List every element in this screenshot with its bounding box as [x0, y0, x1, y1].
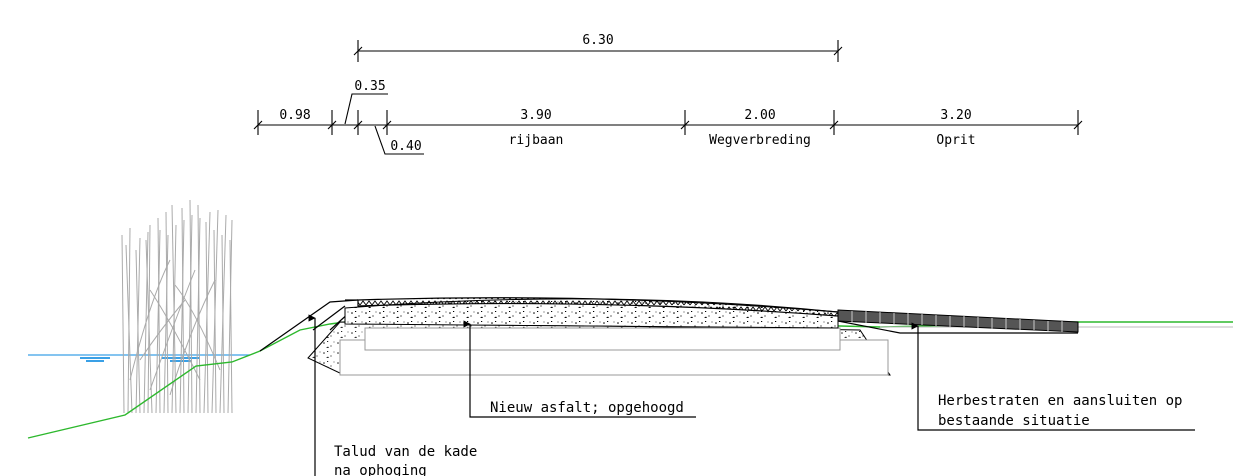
dim-total-label: 6.30 — [582, 33, 613, 48]
reeds-vegetation — [121, 199, 233, 414]
dim-0-35: 0.35 — [354, 79, 385, 94]
annotation-paving: Herbestraten en aansluiten op bestaande … — [911, 322, 1195, 431]
paving-note-line1: Herbestraten en aansluiten op — [938, 393, 1182, 409]
dim-2-00: 2.00 — [744, 108, 775, 123]
annotation-slope: Talud van de kade na ophoging — [308, 314, 477, 476]
paving-note-line2: bestaande situatie — [938, 413, 1090, 429]
road-foundation — [307, 321, 891, 376]
dim-3-90: 3.90 — [520, 108, 551, 123]
annotation-asphalt: Nieuw asfalt; opgehoogd — [463, 320, 696, 418]
dim-0-40: 0.40 — [390, 139, 421, 154]
label-wegverbreding: Wegverbreding — [709, 133, 811, 148]
label-rijbaan: rijbaan — [509, 133, 564, 148]
road-body — [344, 297, 839, 329]
slope-note-line1: Talud van de kade — [334, 444, 477, 460]
dim-3-20: 3.20 — [940, 108, 971, 123]
slope-note-line2: na ophoging — [334, 463, 427, 476]
dim-0-98: 0.98 — [279, 108, 310, 123]
segment-dimensions: 0.98 0.35 0.40 3.90 2.00 3.20 rijbaan We… — [253, 79, 1083, 155]
asphalt-note: Nieuw asfalt; opgehoogd — [490, 400, 684, 416]
overall-dimension: 6.30 — [353, 33, 843, 62]
paving-blocks — [837, 309, 1079, 334]
label-oprit: Oprit — [936, 133, 975, 148]
